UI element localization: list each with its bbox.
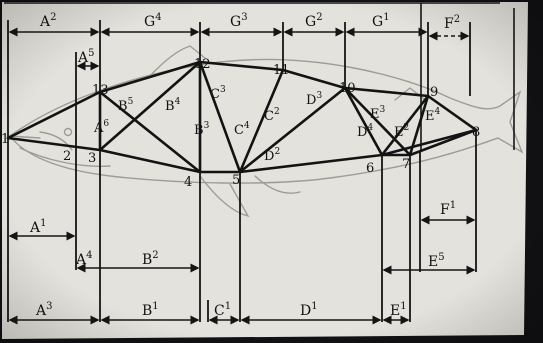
label-a4: A4: [75, 250, 93, 268]
label-e1: E1: [390, 301, 407, 319]
label-g3: G3: [230, 12, 248, 30]
label-d2: D2: [264, 147, 280, 164]
label-b3: B3: [194, 121, 210, 138]
label-d3: D3: [306, 91, 322, 108]
label-e5: E5: [428, 252, 445, 270]
label-c3: C3: [210, 85, 226, 102]
dimension-labels: A2 G4 G3 G2 G1 F2 A5 A1 A4 B2 F1 E5 A3 B…: [29, 12, 460, 319]
label-a1: A1: [29, 218, 47, 236]
truss-frame: [6, 60, 478, 174]
label-b4: B4: [165, 97, 181, 114]
landmark-11: 11: [273, 63, 290, 78]
landmark-1: 1: [1, 132, 9, 147]
label-a3: A3: [35, 301, 53, 319]
label-a5: A5: [77, 48, 95, 66]
label-e4: E4: [425, 107, 441, 124]
label-c1: C1: [214, 301, 231, 319]
landmark-9: 9: [430, 85, 438, 100]
truss-segment-labels: B5 B4 A6 B3 C3 C4 C2 D3 D2 E3 D4 E2 E4: [93, 85, 441, 164]
landmark-3: 3: [88, 151, 96, 166]
landmark-13: 13: [92, 83, 109, 98]
label-f2: F2: [444, 14, 460, 32]
label-g4: G4: [144, 12, 162, 30]
landmark-10: 10: [339, 81, 356, 96]
landmark-12: 12: [194, 57, 211, 72]
label-d4: D4: [357, 123, 373, 140]
landmark-6: 6: [366, 161, 374, 176]
label-d1: D1: [300, 301, 318, 319]
landmark-7: 7: [402, 157, 410, 172]
label-c2: C2: [264, 107, 280, 124]
dimension-arrows: [8, 27, 476, 325]
landmark-2: 2: [63, 149, 71, 164]
label-a6: A6: [93, 119, 109, 136]
label-g2: G2: [305, 12, 323, 30]
label-c4: C4: [234, 121, 250, 138]
label-g1: G1: [372, 12, 390, 30]
label-f1: F1: [440, 200, 456, 218]
label-b1: B1: [142, 301, 159, 319]
landmark-5: 5: [232, 173, 240, 188]
landmark-labels: 1 2 3 4 5 6 7 8 9 10 11 12 13: [1, 57, 480, 190]
label-a2: A2: [39, 12, 57, 30]
label-b5: B5: [118, 97, 134, 114]
label-b2: B2: [142, 250, 159, 268]
landmark-4: 4: [184, 175, 192, 190]
label-e2: E2: [394, 123, 409, 140]
landmark-8: 8: [472, 125, 480, 140]
label-e3: E3: [370, 105, 386, 122]
